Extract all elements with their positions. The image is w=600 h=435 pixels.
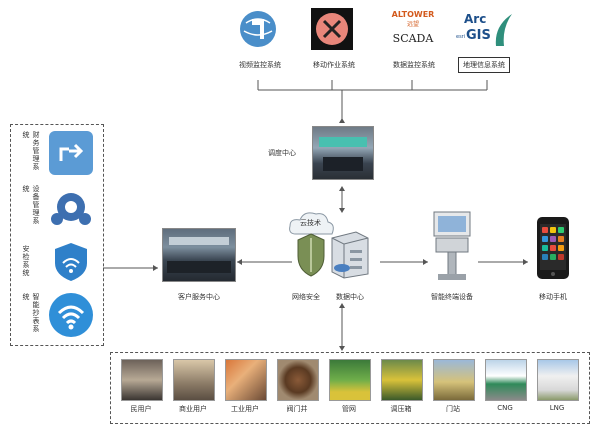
bottom-item-commercial-label: 商业用户	[179, 405, 207, 413]
commercial-photo	[173, 359, 215, 401]
mobile-label: 移动手机	[539, 293, 567, 301]
bottom-item-regulator-box: 调压箱	[381, 359, 423, 414]
bottom-item-pipeline: 管网	[329, 359, 371, 414]
bottom-item-pipeline-label: 管网	[342, 405, 356, 413]
bottom-facilities-panel: 民用户 商业用户 工业用户 阀门井 管网 调压箱 门站 CNG LNG	[110, 352, 590, 424]
bottom-item-valve-well-label: 阀门井	[286, 405, 308, 413]
globe-icon	[237, 8, 279, 50]
bottom-item-industrial: 工业用户	[225, 359, 267, 414]
customer-service-photo	[162, 228, 236, 282]
bottom-item-lng-label: LNG	[549, 404, 565, 412]
network-security-label: 网络安全	[292, 293, 320, 301]
scada-logo-text: SCADA	[392, 32, 434, 45]
network-security-shield-icon	[296, 232, 326, 278]
bottom-item-residential: 民用户	[121, 359, 163, 414]
lng-photo	[537, 359, 579, 401]
top-system-mobile-label: 移动作业系统	[313, 61, 355, 69]
left-item-meter-label: 智能抄表系统	[22, 293, 40, 333]
tools-icon	[311, 8, 353, 50]
security-shield-icon	[49, 239, 93, 283]
terminal-label: 智能终端设备	[431, 293, 473, 301]
top-system-gis-label: 地理信息系统	[458, 57, 510, 73]
left-item-finance: 财务管理系统	[15, 131, 99, 177]
smartphone-icon	[536, 216, 570, 280]
regulator-box-photo	[381, 359, 423, 401]
top-system-video	[237, 8, 281, 50]
cng-photo	[485, 359, 527, 401]
top-system-video-label: 视频监控系统	[239, 61, 281, 69]
bottom-item-cng-label: CNG	[497, 404, 513, 412]
altower-scada-logo: ALTOWER 远望 SCADA	[384, 10, 442, 45]
customer-service-label: 客户服务中心	[178, 293, 220, 301]
dispatch-photo	[312, 126, 374, 180]
arcgis-logo: Arc GIS esri	[456, 10, 516, 50]
bottom-item-cng: CNG	[485, 359, 527, 412]
left-item-inspection: 安检系统	[15, 239, 99, 285]
altower-logo-text: ALTOWER	[391, 10, 435, 19]
pipeline-photo	[329, 359, 371, 401]
bottom-item-commercial: 商业用户	[173, 359, 215, 414]
top-system-mobile	[311, 8, 355, 50]
arcgis-swoosh-icon	[495, 14, 512, 46]
left-item-inspection-label: 安检系统	[22, 245, 30, 277]
esri-text: esri	[456, 34, 466, 40]
residential-photo	[121, 359, 163, 401]
bottom-item-gate-station-label: 门站	[446, 405, 460, 413]
arcgis-bottom-text: GIS	[466, 28, 491, 43]
bottom-item-industrial-label: 工业用户	[231, 405, 259, 413]
bottom-item-valve-well: 阀门井	[277, 359, 319, 414]
industrial-photo	[225, 359, 267, 401]
top-system-data-label: 数据监控系统	[393, 61, 435, 69]
wifi-meter-icon	[49, 293, 93, 337]
cloud-label: 云技术	[300, 219, 321, 227]
bottom-item-lng: LNG	[537, 359, 579, 412]
arcgis-top-text: Arc	[464, 12, 487, 26]
bottom-item-regulator-box-label: 调压箱	[390, 405, 412, 413]
data-center-label: 数据中心	[336, 293, 364, 301]
dispatch-label: 调度中心	[268, 149, 296, 157]
terminal-kiosk-icon	[430, 210, 474, 282]
left-item-equipment: 设备管理系统	[15, 185, 99, 231]
left-item-equipment-label: 设备管理系统	[22, 185, 40, 225]
cloud-icon: 云技术	[286, 208, 338, 238]
bottom-item-residential-label: 民用户	[130, 405, 152, 413]
valve-well-photo	[277, 359, 319, 401]
gears-icon	[49, 185, 93, 229]
finance-icon	[49, 131, 93, 175]
server-icon	[326, 228, 372, 280]
altower-logo-sub: 远望	[406, 21, 419, 28]
left-item-finance-label: 财务管理系统	[22, 131, 40, 171]
left-systems-panel: 财务管理系统 设备管理系统 安检系统 智能抄表系统	[10, 124, 104, 346]
left-item-meter: 智能抄表系统	[15, 293, 99, 339]
bottom-item-gate-station: 门站	[433, 359, 475, 414]
gate-station-photo	[433, 359, 475, 401]
